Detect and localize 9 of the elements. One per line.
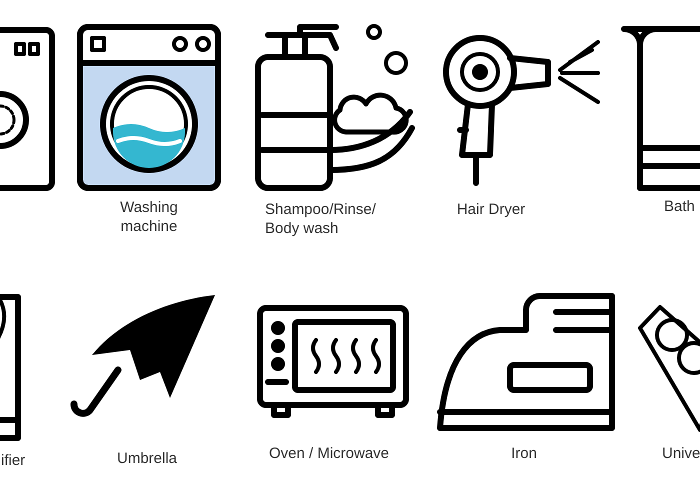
- icon-caption: Umbrella: [117, 449, 177, 468]
- icon-caption: Unive: [662, 444, 700, 463]
- icon-caption: Hair Dryer: [456, 200, 526, 219]
- icon-caption: Washing machine: [119, 198, 179, 236]
- icon-caption: Iron: [511, 444, 537, 463]
- icon-caption: Bath: [664, 197, 695, 216]
- icon-caption: ifier: [1, 451, 26, 470]
- icon-caption: Shampoo/Rinse/ Body wash: [265, 200, 377, 238]
- icon-caption: Oven / Microwave: [268, 444, 390, 463]
